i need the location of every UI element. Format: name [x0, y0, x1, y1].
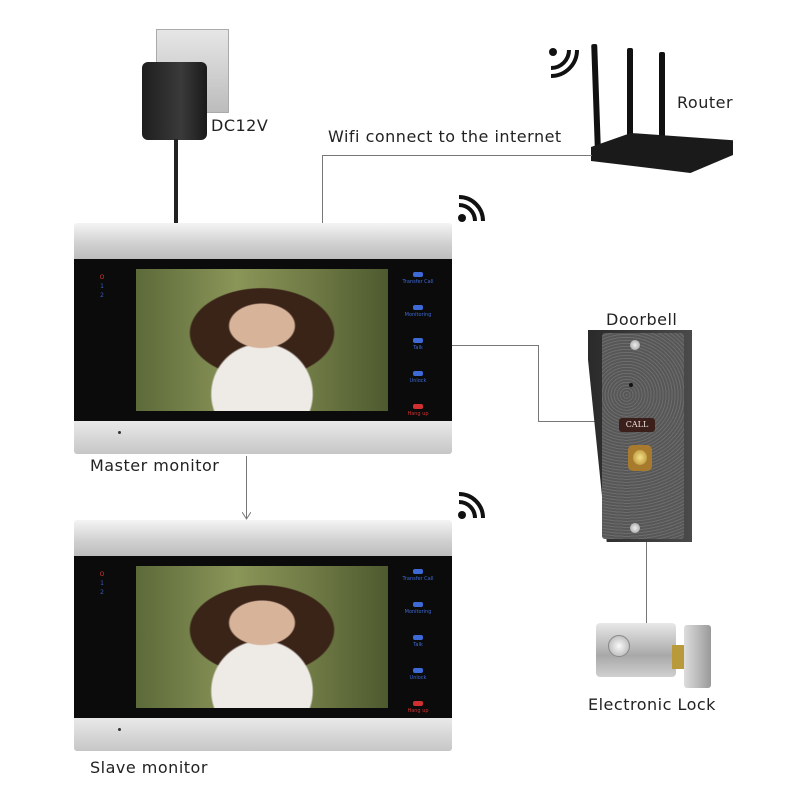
monitor-frame	[74, 421, 452, 454]
monitoring-icon	[413, 305, 423, 310]
doorbell-connector-line	[452, 345, 539, 346]
indicator-mark: 1	[100, 580, 104, 587]
power-cable	[174, 139, 178, 223]
router-antenna	[627, 48, 633, 146]
transfer-call-button[interactable]: Transfer Call	[398, 569, 438, 599]
button-label: Talk	[413, 345, 423, 351]
router-antenna	[659, 52, 665, 148]
monitor-frame	[74, 718, 452, 751]
monitor-button-column: Transfer Call Monitoring Talk Unlock Han…	[398, 566, 438, 731]
unlock-icon	[413, 668, 423, 673]
slave-monitor-label: Slave monitor	[90, 758, 208, 777]
lock-connector-line	[646, 542, 647, 624]
doorbell-call-plate: CALL	[619, 418, 655, 432]
indicator-mark: 2	[100, 589, 104, 596]
doorbell-label: Doorbell	[606, 310, 678, 329]
power-label: DC12V	[211, 116, 269, 135]
master-monitor: O 1 2 Transfer Call Monitoring Talk Unlo…	[74, 223, 452, 458]
unlock-button[interactable]: Unlock	[398, 668, 438, 698]
doorbell-screw	[630, 340, 640, 350]
talk-button[interactable]: Talk	[398, 635, 438, 665]
hang-up-icon	[413, 404, 423, 409]
router-antenna	[591, 43, 601, 149]
monitor-frame	[74, 223, 452, 259]
lock-bolt	[672, 645, 686, 669]
lock-keyhole	[608, 635, 630, 657]
master-slave-connector	[246, 456, 247, 518]
indicator-mark: O	[99, 571, 105, 578]
router-label: Router	[677, 93, 734, 112]
button-label: Hang up	[407, 708, 429, 714]
button-label: Transfer Call	[402, 576, 434, 582]
indicator-mark: 2	[100, 292, 104, 299]
microphone-dot	[118, 728, 121, 731]
button-label: Unlock	[409, 378, 427, 384]
talk-button[interactable]: Talk	[398, 338, 438, 368]
talk-icon	[413, 338, 423, 343]
doorbell-call-button[interactable]	[628, 445, 652, 471]
unlock-icon	[413, 371, 423, 376]
hang-up-button[interactable]: Hang up	[398, 404, 438, 434]
doorbell-panel	[602, 333, 684, 539]
monitor-screen-image	[136, 566, 388, 708]
doorbell-screw	[630, 523, 640, 533]
monitoring-icon	[413, 602, 423, 607]
transfer-call-icon	[413, 272, 423, 277]
wifi-signal-icon	[458, 492, 485, 519]
monitor-frame	[74, 520, 452, 556]
wifi-label: Wifi connect to the internet	[328, 127, 562, 146]
arrow-down-icon	[242, 512, 251, 520]
monitor-face: O 1 2 Transfer Call Monitoring Talk Unlo…	[74, 556, 452, 718]
button-label: Transfer Call	[402, 279, 434, 285]
indicator-mark: 1	[100, 283, 104, 290]
talk-icon	[413, 635, 423, 640]
button-label: Monitoring	[404, 609, 432, 615]
wifi-signal-icon	[458, 195, 485, 222]
hang-up-icon	[413, 701, 423, 706]
wifi-connector-line	[322, 155, 323, 223]
hang-up-button[interactable]: Hang up	[398, 701, 438, 731]
unlock-button[interactable]: Unlock	[398, 371, 438, 401]
transfer-call-icon	[413, 569, 423, 574]
doorbell-connector-line	[538, 345, 539, 422]
monitor-button-column: Transfer Call Monitoring Talk Unlock Han…	[398, 269, 438, 434]
button-label: Unlock	[409, 675, 427, 681]
lock-label: Electronic Lock	[588, 695, 716, 714]
router-icon	[591, 133, 733, 173]
indicator-mark: O	[99, 274, 105, 281]
monitoring-button[interactable]: Monitoring	[398, 305, 438, 335]
monitor-indicators: O 1 2	[96, 273, 108, 300]
monitor-indicators: O 1 2	[96, 570, 108, 597]
slave-monitor: O 1 2 Transfer Call Monitoring Talk Unlo…	[74, 520, 452, 755]
wifi-signal-icon	[549, 48, 579, 78]
doorbell-camera	[629, 383, 633, 387]
master-monitor-label: Master monitor	[90, 456, 220, 475]
monitor-screen-image	[136, 269, 388, 411]
doorbell-connector-line	[538, 421, 600, 422]
transfer-call-button[interactable]: Transfer Call	[398, 272, 438, 302]
button-label: Talk	[413, 642, 423, 648]
power-adapter-icon	[142, 62, 207, 140]
lock-strike-plate	[684, 625, 711, 688]
microphone-dot	[118, 431, 121, 434]
monitor-face: O 1 2 Transfer Call Monitoring Talk Unlo…	[74, 259, 452, 421]
button-label: Monitoring	[404, 312, 432, 318]
button-label: Hang up	[407, 411, 429, 417]
wifi-connector-line	[322, 155, 592, 156]
monitoring-button[interactable]: Monitoring	[398, 602, 438, 632]
